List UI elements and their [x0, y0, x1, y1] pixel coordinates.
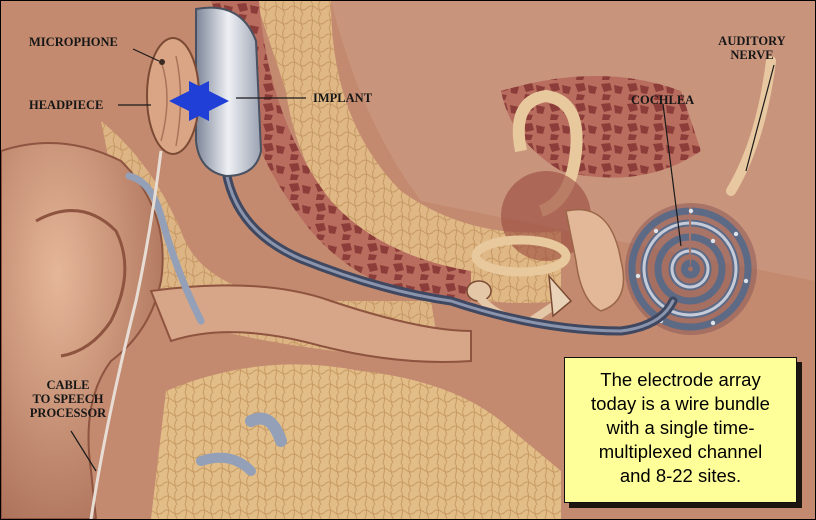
label-cochlea: COCHLEA — [631, 93, 694, 107]
label-microphone: MICROPHONE — [29, 35, 118, 49]
headpiece-device — [147, 38, 199, 154]
callout-line: with a single time- — [573, 416, 788, 440]
label-cable-to-speech-processor: CABLE TO SPEECH PROCESSOR — [23, 378, 113, 420]
callout-line: today is a wire bundle — [573, 392, 788, 416]
callout-line: The electrode array — [573, 368, 788, 392]
label-implant: IMPLANT — [313, 91, 372, 105]
callout-line: multiplexed channel — [573, 440, 788, 464]
cochlea-spiral — [625, 203, 757, 335]
label-headpiece: HEADPIECE — [29, 98, 103, 112]
implant-device — [196, 8, 261, 176]
electrode-array-callout: The electrode array today is a wire bund… — [564, 357, 797, 503]
microphone-dot — [159, 59, 165, 65]
label-auditory-nerve: AUDITORY NERVE — [713, 34, 791, 62]
callout-line: and 8-22 sites. — [573, 464, 788, 488]
